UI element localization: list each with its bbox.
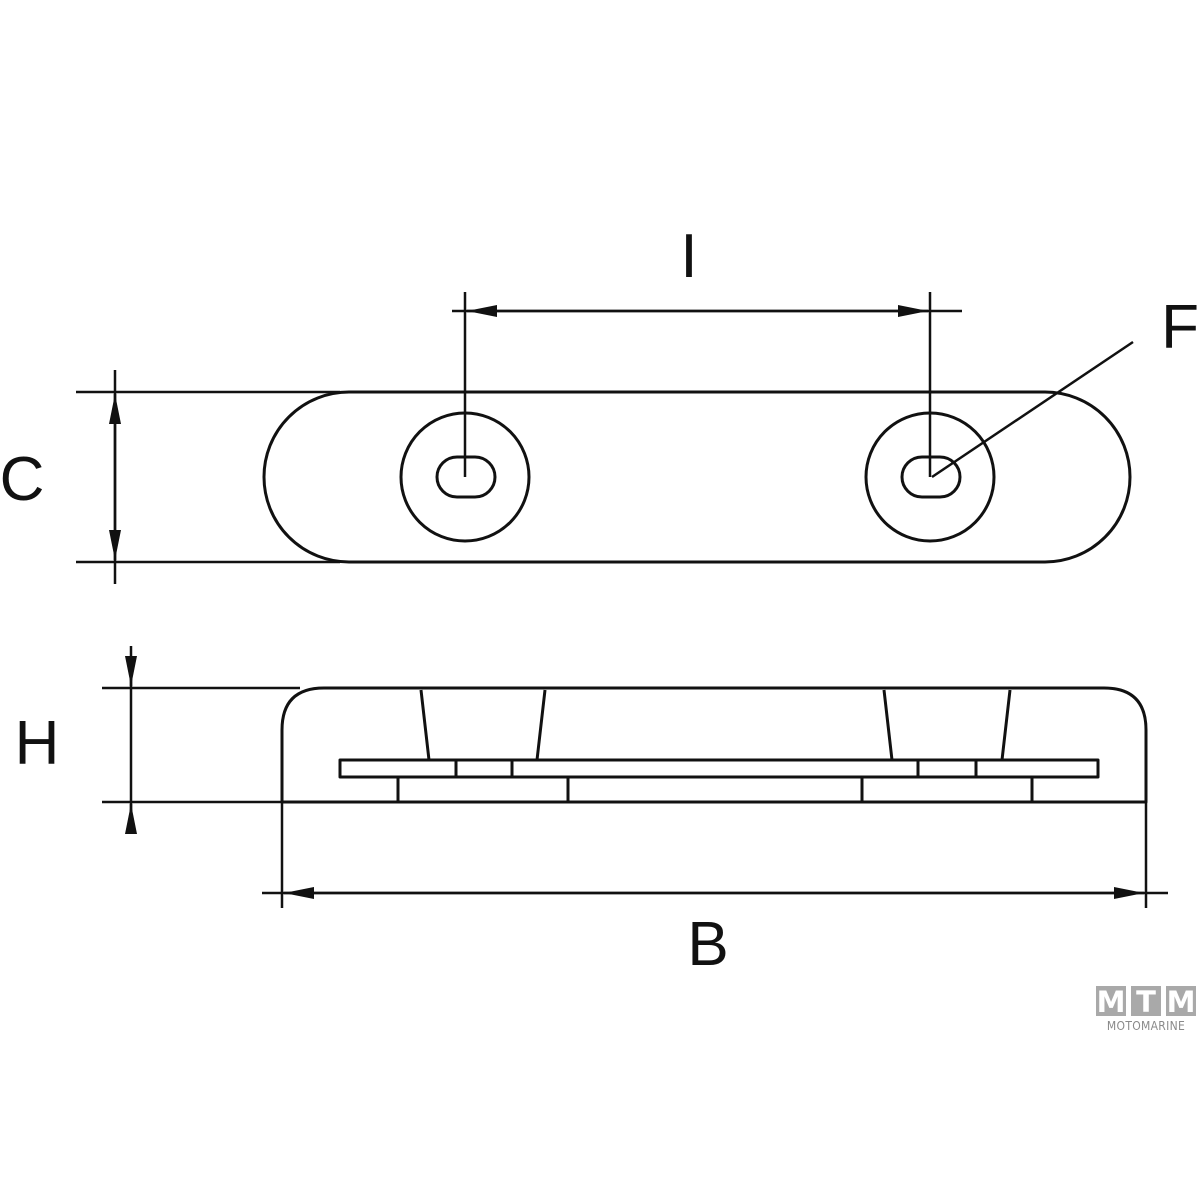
label-i: I bbox=[680, 222, 697, 291]
dimension-i bbox=[452, 292, 962, 477]
mounting-bar bbox=[338, 758, 1100, 779]
left-insert bbox=[419, 689, 547, 762]
dimension-h bbox=[102, 646, 300, 834]
logo-tile-t bbox=[1131, 986, 1161, 1016]
label-h: H bbox=[15, 709, 60, 778]
logo-tile-m2 bbox=[1166, 986, 1196, 1016]
dimension-c bbox=[76, 370, 340, 584]
label-c: C bbox=[0, 445, 44, 514]
dimension-b bbox=[262, 802, 1168, 908]
logo-letter-2: T bbox=[1136, 985, 1156, 1019]
logo-letter-3: M bbox=[1167, 985, 1196, 1019]
side-view bbox=[280, 686, 1148, 804]
right-insert bbox=[882, 689, 1012, 762]
anode-plate-outline bbox=[262, 390, 1132, 564]
logo-tile-m1 bbox=[1096, 986, 1126, 1016]
label-f: F bbox=[1161, 293, 1199, 362]
top-view bbox=[262, 390, 1132, 564]
logo-letter-1: M bbox=[1097, 985, 1126, 1019]
anode-body-profile bbox=[280, 686, 1148, 804]
motomarine-logo: M T M MOTOMARINE bbox=[1096, 985, 1196, 1033]
leader-line-f bbox=[931, 340, 1134, 479]
label-b: B bbox=[687, 910, 728, 979]
logo-wordmark: MOTOMARINE bbox=[1107, 1019, 1185, 1033]
